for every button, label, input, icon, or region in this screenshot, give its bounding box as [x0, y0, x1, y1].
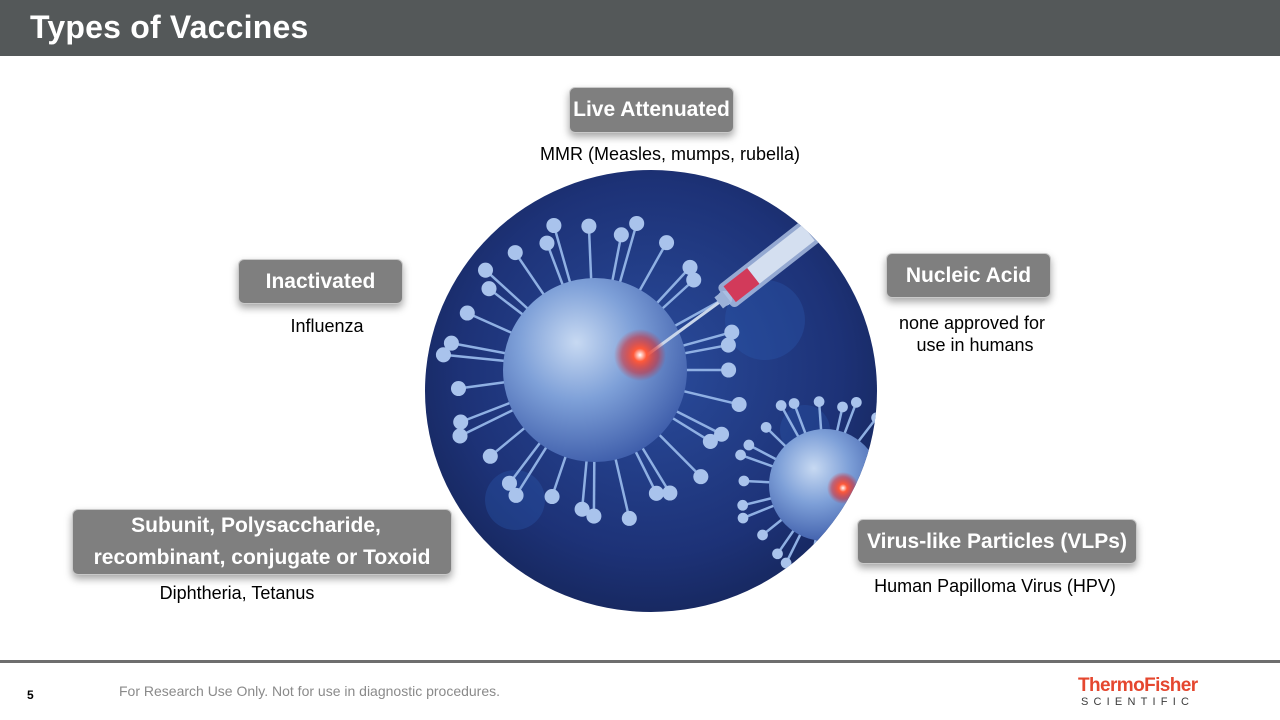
inactivated-tag: Inactivated	[238, 259, 403, 304]
thermofisher-logo: ThermoFisher SCIENTIFIC	[1078, 676, 1208, 710]
virus-syringe-illustration	[425, 170, 877, 612]
nucleic-acid-label: Nucleic Acid	[905, 263, 1032, 287]
small-virus-icon	[735, 396, 877, 580]
vlp-tag: Virus-like Particles (VLPs)	[857, 519, 1137, 564]
vlp-example: Human Papilloma Virus (HPV)	[874, 576, 1116, 596]
inactivated-label: Inactivated	[265, 269, 376, 293]
slide-title: Types of Vaccines	[30, 9, 309, 45]
live-attenuated-label: Live Attenuated	[573, 98, 730, 121]
vlp-label: Virus-like Particles (VLPs)	[867, 529, 1127, 553]
subunit-tag: Subunit, Polysaccharide, recombinant, co…	[72, 509, 452, 575]
nucleic-acid-example-line1: none approved for	[898, 313, 1046, 333]
nucleic-acid-example-line2: use in humans	[916, 335, 1034, 355]
logo-wordmark: ThermoFisher	[1078, 675, 1198, 696]
footer-divider	[0, 660, 1280, 663]
large-virus-icon	[435, 215, 747, 526]
subunit-label-line1: Subunit, Polysaccharide,	[131, 514, 381, 537]
nucleic-acid-example: none approved for use in humans	[882, 312, 1062, 356]
inactivated-example: Influenza	[290, 316, 364, 336]
subunit-example: Diphtheria, Tetanus	[159, 583, 315, 603]
syringe-icon	[646, 215, 827, 357]
page-number: 5	[27, 688, 34, 702]
logo-subtitle: SCIENTIFIC	[1081, 696, 1195, 708]
live-attenuated-tag: Live Attenuated	[569, 87, 734, 133]
disclaimer-text: For Research Use Only. Not for use in di…	[119, 683, 501, 699]
live-attenuated-example: MMR (Measles, mumps, rubella)	[539, 144, 801, 164]
title-bar: Types of Vaccines	[0, 0, 1280, 56]
nucleic-acid-tag: Nucleic Acid	[886, 253, 1051, 298]
subunit-label-line2: recombinant, conjugate or Toxoid	[93, 546, 431, 569]
